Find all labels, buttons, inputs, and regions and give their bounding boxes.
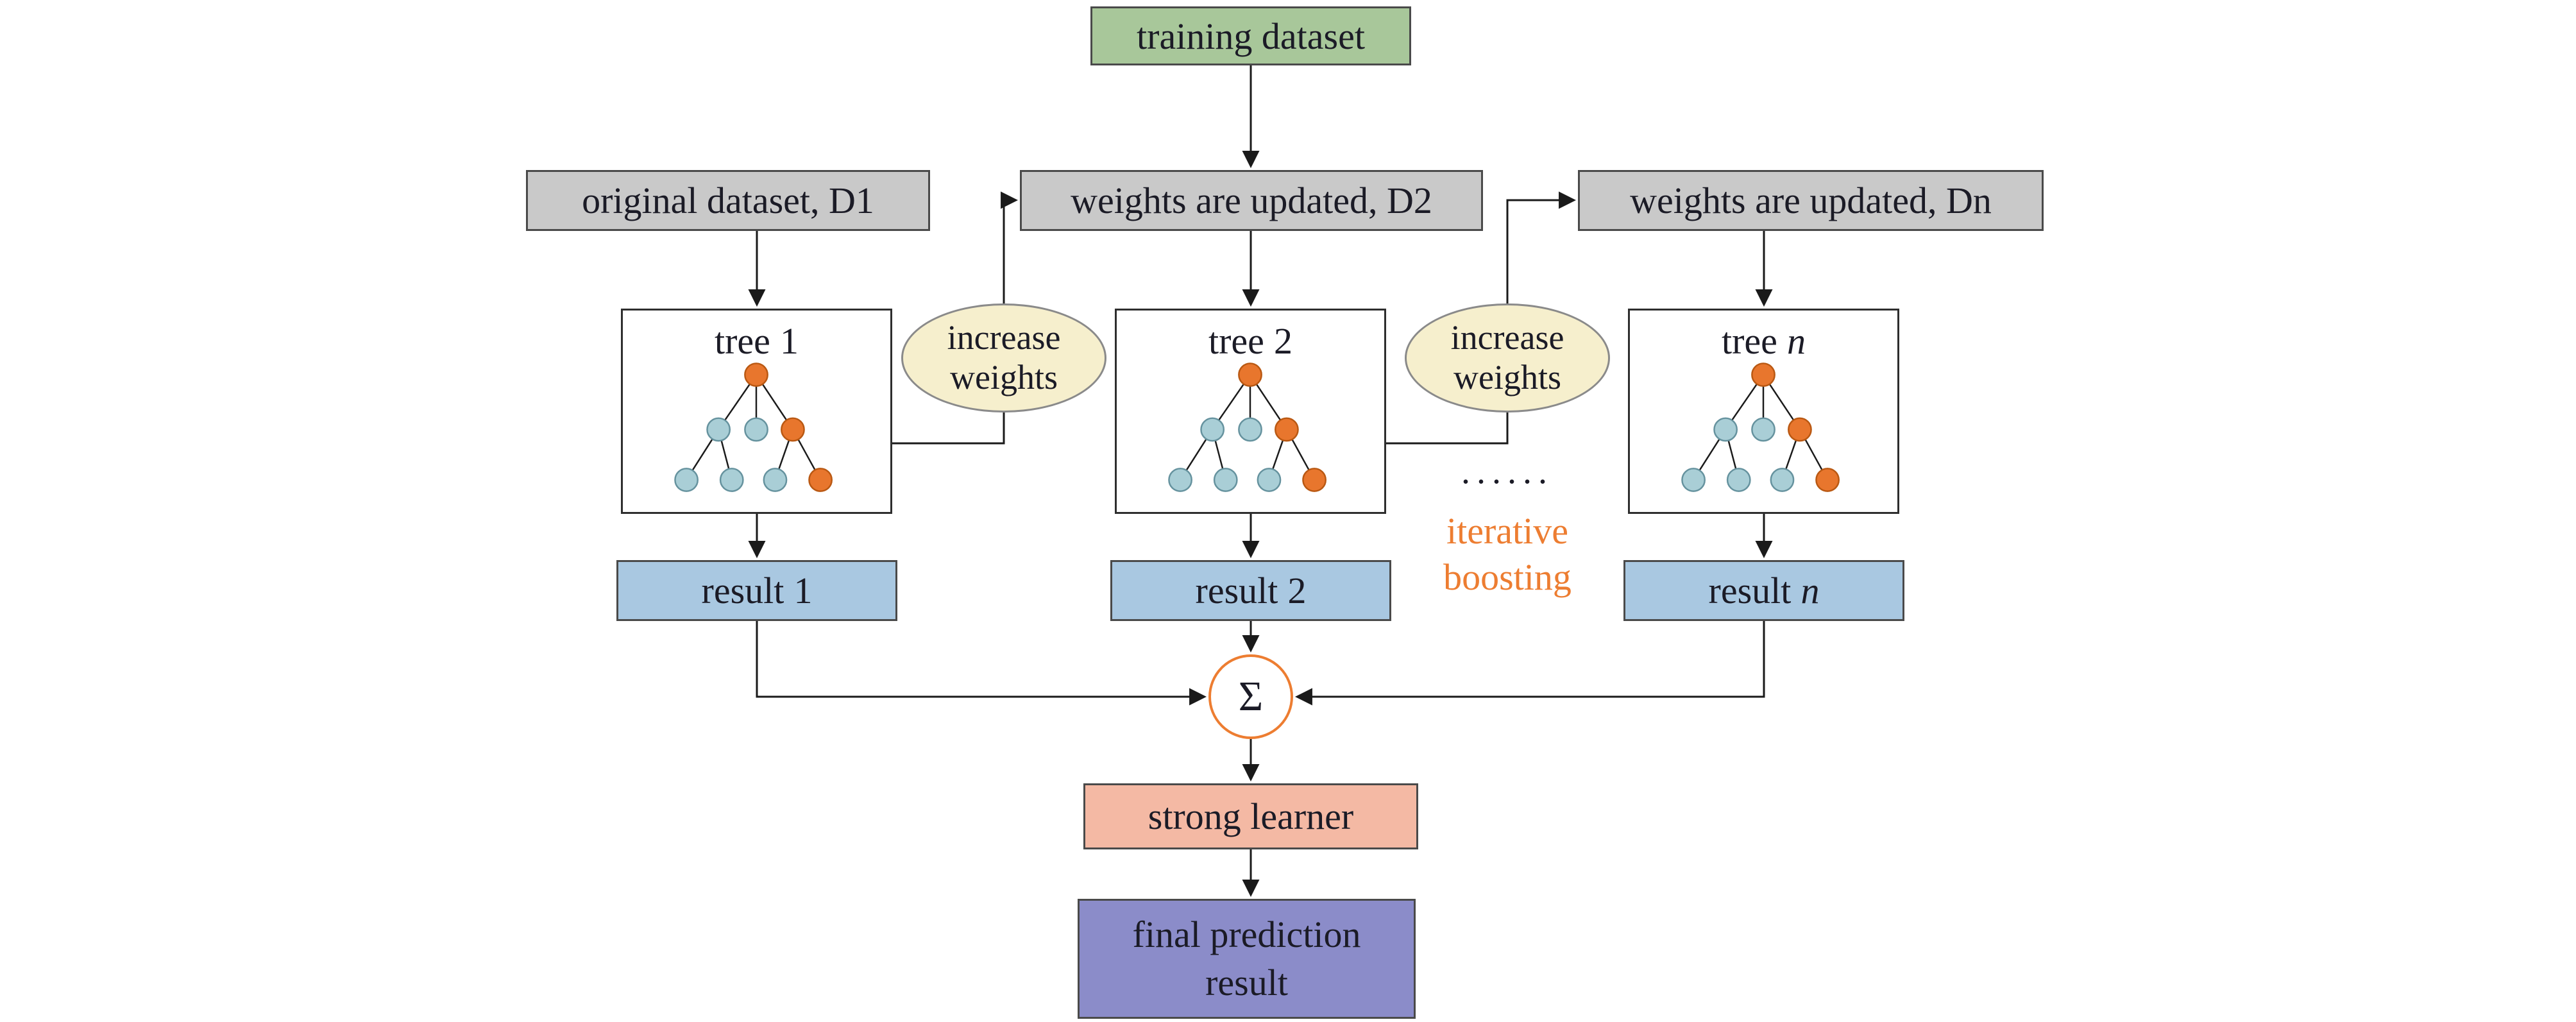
iterative-boosting-line2: boosting <box>1443 556 1572 598</box>
increase-weights-1-line1: increase <box>947 318 1061 357</box>
training-dataset-label: training dataset <box>1137 15 1365 57</box>
final-prediction-line1: final prediction <box>1132 914 1361 956</box>
decision-tree-graphic-2 <box>1168 362 1326 492</box>
tree-n-label-prefix: tree <box>1722 320 1777 362</box>
weights-updated-d2-box: weights are updated, D2 <box>1020 170 1483 231</box>
sum-node: Σ <box>1208 654 1293 739</box>
sigma-symbol: Σ <box>1238 673 1264 720</box>
final-prediction-box: final prediction result <box>1078 899 1416 1019</box>
increase-weights-2-line2: weights <box>1453 358 1561 396</box>
increase-weights-ellipse-1: increase weights <box>901 303 1106 413</box>
decision-tree-graphic-n <box>1681 362 1840 492</box>
tree-2-label-suffix: 2 <box>1274 320 1292 362</box>
strong-learner-label: strong learner <box>1148 796 1354 837</box>
result-2-label-prefix: result <box>1195 570 1278 611</box>
arrow-result1-to-sum <box>756 621 1207 706</box>
ellipsis-dots: ...... <box>1461 452 1554 491</box>
tree-2-label-prefix: tree <box>1208 320 1264 362</box>
iterative-boosting-line1: iterative <box>1446 510 1568 552</box>
result-n-label-prefix: result <box>1708 570 1792 611</box>
original-dataset-d1-label: original dataset, D1 <box>582 180 874 221</box>
training-dataset-box: training dataset <box>1090 6 1411 65</box>
strong-learner-box: strong learner <box>1083 783 1418 849</box>
arrow-resultn-to-sum <box>1294 621 1765 706</box>
result-n-label-suffix: n <box>1801 570 1820 611</box>
tree-1-label-prefix: tree <box>715 320 770 362</box>
result-1-label-prefix: result <box>701 570 784 611</box>
tree-1-label-suffix: 1 <box>780 320 799 362</box>
result-1-label-suffix: 1 <box>793 570 813 611</box>
weights-updated-d2-label: weights are updated, D2 <box>1071 180 1432 221</box>
weights-updated-dn-label: weights are updated, Dn <box>1630 180 1992 221</box>
increase-weights-1-line2: weights <box>950 358 1058 396</box>
result-2-label-suffix: 2 <box>1287 570 1307 611</box>
tree-n-label-suffix: n <box>1787 320 1806 362</box>
increase-weights-ellipse-2: increase weights <box>1405 303 1610 413</box>
original-dataset-d1-box: original dataset, D1 <box>526 170 930 231</box>
weights-updated-dn-box: weights are updated, Dn <box>1578 170 2044 231</box>
final-prediction-line2: result <box>1205 961 1288 1003</box>
increase-weights-2-line1: increase <box>1450 318 1564 357</box>
iterative-boosting-caption: iterative boosting <box>1379 508 1636 600</box>
decision-tree-graphic-1 <box>674 362 833 492</box>
